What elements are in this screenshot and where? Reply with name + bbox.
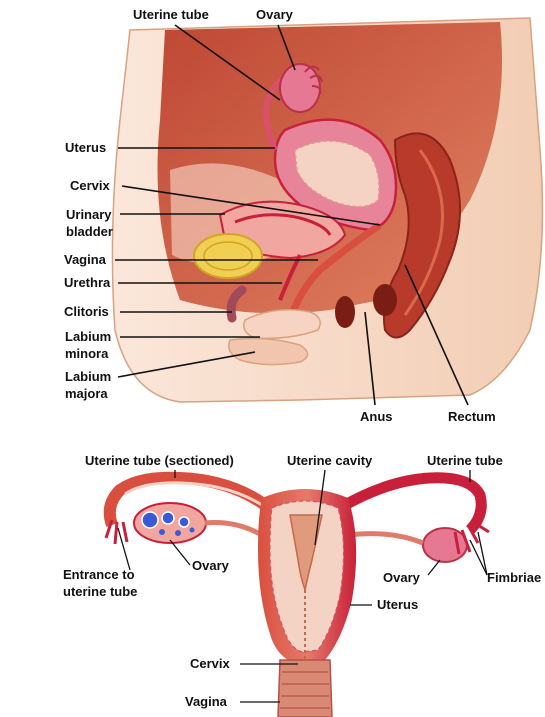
label-frontal-cervix: Cervix — [190, 656, 231, 671]
label-uterine-tube-sectioned: Uterine tube (sectioned) — [85, 453, 234, 468]
left-ovarian-ligament — [205, 523, 262, 536]
frontal-section — [106, 478, 489, 717]
right-ovary-shape — [423, 528, 467, 562]
label-labium-majora-2: majora — [65, 386, 108, 401]
label-anus: Anus — [360, 409, 393, 424]
label-frontal-uterine-tube: Uterine tube — [427, 453, 503, 468]
anal-sphincter-right — [373, 284, 397, 316]
label-frontal-vagina: Vagina — [185, 694, 228, 709]
label-ovary-left: Ovary — [192, 558, 230, 573]
anal-sphincter-left — [335, 296, 355, 328]
sagittal-section — [112, 18, 542, 402]
label-clitoris: Clitoris — [64, 304, 109, 319]
label-labium-majora-1: Labium — [65, 369, 111, 384]
label-fimbriae: Fimbriae — [487, 570, 541, 585]
right-uterine-tube — [345, 478, 481, 530]
label-labium-minora-1: Labium — [65, 329, 111, 344]
label-entrance-1: Entrance to — [63, 567, 135, 582]
label-uterine-tube: Uterine tube — [133, 7, 209, 22]
label-uterus: Uterus — [65, 140, 106, 155]
follicle-2 — [162, 512, 174, 524]
label-vagina: Vagina — [64, 252, 107, 267]
ovary-shape — [280, 64, 320, 112]
label-urinary-bladder-1: Urinary — [66, 207, 112, 222]
label-uterine-cavity: Uterine cavity — [287, 453, 373, 468]
label-ovary: Ovary — [256, 7, 294, 22]
label-labium-minora-2: minora — [65, 346, 109, 361]
label-urethra: Urethra — [64, 275, 111, 290]
label-cervix: Cervix — [70, 178, 111, 193]
label-rectum: Rectum — [448, 409, 496, 424]
follicle-4 — [159, 529, 165, 535]
follicle-3 — [179, 517, 189, 527]
follicle-6 — [190, 528, 195, 533]
follicle-5 — [175, 530, 181, 536]
right-ovarian-ligament — [348, 534, 423, 543]
label-frontal-uterus: Uterus — [377, 597, 418, 612]
label-urinary-bladder-2: bladder — [66, 224, 113, 239]
label-entrance-2: uterine tube — [63, 584, 137, 599]
follicle-1 — [142, 512, 158, 528]
label-ovary-right: Ovary — [383, 570, 421, 585]
